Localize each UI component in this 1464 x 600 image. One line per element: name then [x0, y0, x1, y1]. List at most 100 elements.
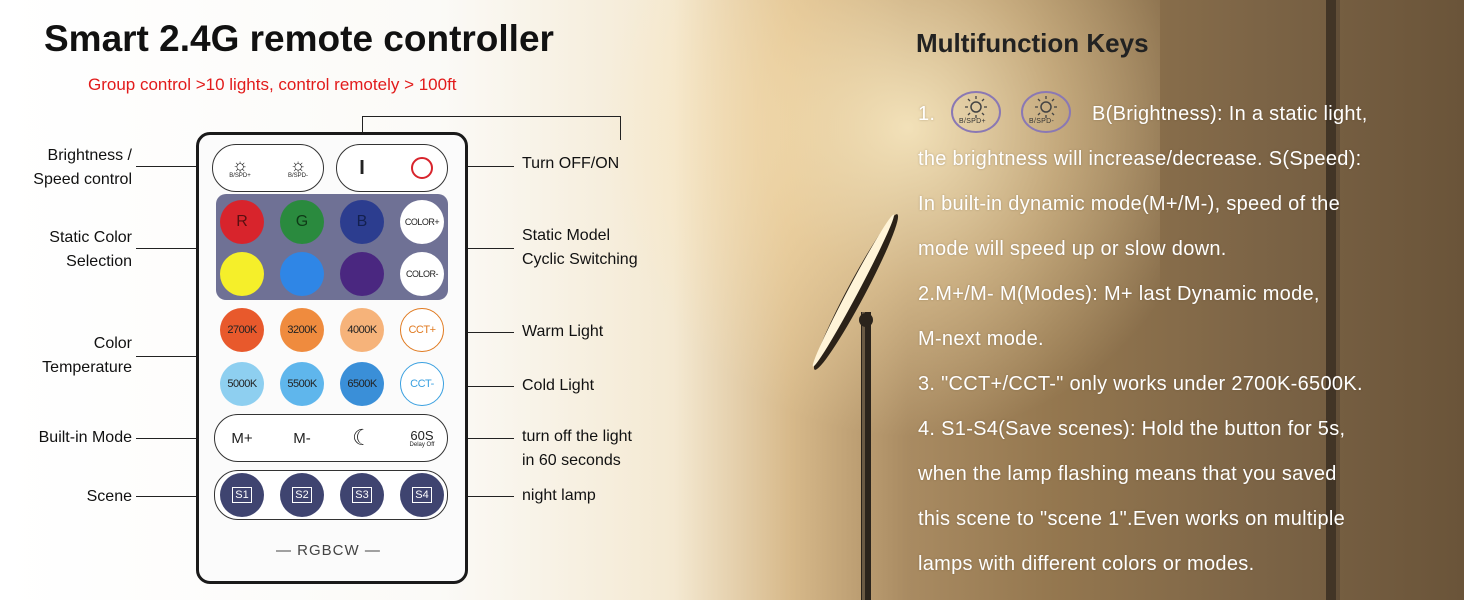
brightness-up-button[interactable]: ☼ B/SPD+ [218, 146, 262, 190]
label-brightness: Brightness / Speed control [10, 144, 132, 192]
label-brightness-line1: Brightness / [47, 147, 132, 164]
label-turn-off-on: Turn OFF/ON [522, 155, 620, 172]
scene-1-button[interactable]: S1 [220, 473, 264, 517]
key-line-1: B(Brightness): In a static light, [1092, 103, 1368, 125]
key-line-6: M-next mode. [918, 328, 1044, 350]
cct-minus-button[interactable]: CCT- [400, 362, 444, 406]
brightness-up-label: B/SPD+ [229, 173, 251, 179]
leader-warm-light [444, 332, 514, 333]
power-off-icon [411, 157, 433, 179]
label-warm-light: Warm Light [522, 323, 604, 340]
label-turn-off-60-line2: in 60 seconds [522, 452, 621, 469]
brightness-pill [212, 144, 324, 192]
leader-power-top-right [620, 116, 621, 140]
leader-static-color [136, 248, 222, 249]
key-line-10: this scene to "scene 1".Even works on mu… [918, 508, 1346, 530]
brightness-down-icon-label: B/SPD- [1029, 118, 1055, 125]
sun-icon: ☼ [231, 155, 249, 175]
leader-timer [444, 438, 514, 439]
brightness-down-icon-graphic [1021, 91, 1071, 133]
key-item-1-number: 1. [918, 103, 936, 125]
label-color-temp: Color Temperature [10, 332, 132, 380]
temp-3200k-button[interactable]: 3200K [280, 308, 324, 352]
timer-label: 60S [410, 427, 434, 443]
remote-brand: — RGBCW — [276, 542, 381, 559]
leader-cold-light [444, 386, 514, 387]
home-icon: S1 [232, 487, 252, 503]
moon-icon: ☾ [352, 425, 372, 450]
leader-brightness [136, 166, 222, 167]
green-button[interactable]: G [280, 200, 324, 244]
key-line-8: 4. S1-S4(Save scenes): Hold the button f… [918, 418, 1346, 440]
brightness-up-icon-graphic [951, 91, 1001, 133]
scene-4-button[interactable]: S4 [400, 473, 444, 517]
keys-title: Multifunction Keys [916, 28, 1149, 58]
red-button[interactable]: R [220, 200, 264, 244]
label-color-temp-line1: Color [93, 335, 132, 352]
key-line-3: In built-in dynamic mode(M+/M-), speed o… [918, 193, 1341, 215]
mode-pill [214, 414, 448, 462]
page-title: Smart 2.4G remote controller [44, 18, 554, 59]
label-static-model: Static Model Cyclic Switching [522, 224, 638, 272]
leader-color-temp [136, 356, 222, 357]
home-icon: S2 [292, 487, 312, 503]
leader-builtin-mode [136, 438, 222, 439]
leader-static-model [444, 248, 514, 249]
label-static-model-line2: Cyclic Switching [522, 251, 638, 268]
brightness-down-icon [1020, 90, 1072, 134]
label-static-color: Static Color Selection [10, 226, 132, 274]
label-static-model-line1: Static Model [522, 227, 611, 244]
yellow-button[interactable] [220, 252, 264, 296]
label-brightness-line2: Speed control [33, 171, 132, 188]
key-line-11: lamps with different colors or modes. [918, 553, 1255, 575]
key-line-9: when the lamp flashing means that you sa… [918, 463, 1337, 485]
label-turn-off-60: turn off the light in 60 seconds [522, 425, 632, 473]
light-blue-button[interactable] [280, 252, 324, 296]
brightness-down-label: B/SPD- [287, 173, 308, 179]
label-turn-off-60-line1: turn off the light [522, 428, 632, 445]
leader-scene [136, 496, 222, 497]
power-off-button[interactable] [400, 146, 444, 190]
timer-sub-label: Delay Off [409, 441, 435, 448]
scene-3-button[interactable]: S3 [340, 473, 384, 517]
night-lamp-button[interactable]: ☾ [340, 416, 384, 460]
color-minus-button[interactable]: COLOR- [400, 252, 444, 296]
mode-minus-button[interactable]: M- [293, 429, 311, 447]
page-subtitle: Group control >10 lights, control remote… [88, 75, 457, 94]
purple-button[interactable] [340, 252, 384, 296]
temp-5500k-button[interactable]: 5500K [280, 362, 324, 406]
key-line-2: the brightness will increase/decrease. S… [918, 148, 1362, 170]
cct-plus-button[interactable]: CCT+ [400, 308, 444, 352]
blue-button[interactable]: B [340, 200, 384, 244]
temp-6500k-button[interactable]: 6500K [340, 362, 384, 406]
brightness-up-icon [950, 90, 1002, 134]
key-line-4: mode will speed up or slow down. [918, 238, 1227, 260]
lamp-glow [600, 0, 1160, 440]
leader-power-top [362, 116, 621, 117]
power-on-button[interactable]: I [359, 156, 365, 179]
temp-4000k-button[interactable]: 4000K [340, 308, 384, 352]
label-cold-light: Cold Light [522, 377, 595, 394]
leader-turn-off-on [444, 166, 514, 167]
temp-5000k-button[interactable]: 5000K [220, 362, 264, 406]
label-color-temp-line2: Temperature [42, 359, 132, 376]
home-icon: S4 [412, 487, 432, 503]
temp-2700k-button[interactable]: 2700K [220, 308, 264, 352]
label-static-color-line2: Selection [66, 253, 132, 270]
color-plus-button[interactable]: COLOR+ [400, 200, 444, 244]
sun-icon: ☼ [289, 155, 307, 175]
label-builtin-mode: Built-in Mode [38, 429, 132, 446]
label-scene: Scene [86, 488, 132, 505]
home-icon: S3 [352, 487, 372, 503]
brightness-down-button[interactable]: ☼ B/SPD- [276, 146, 320, 190]
key-line-7: 3. "CCT+/CCT-" only works under 2700K-65… [918, 373, 1363, 395]
label-night-lamp: night lamp [522, 487, 596, 504]
mode-plus-button[interactable]: M+ [231, 429, 253, 447]
brightness-up-icon-label: B/SPD+ [959, 118, 986, 125]
leader-night-lamp [458, 496, 514, 497]
key-line-5: 2.M+/M- M(Modes): M+ last Dynamic mode, [918, 283, 1320, 305]
timer-60s-button[interactable]: 60S Delay Off [400, 416, 444, 460]
label-static-color-line1: Static Color [49, 229, 132, 246]
scene-2-button[interactable]: S2 [280, 473, 324, 517]
